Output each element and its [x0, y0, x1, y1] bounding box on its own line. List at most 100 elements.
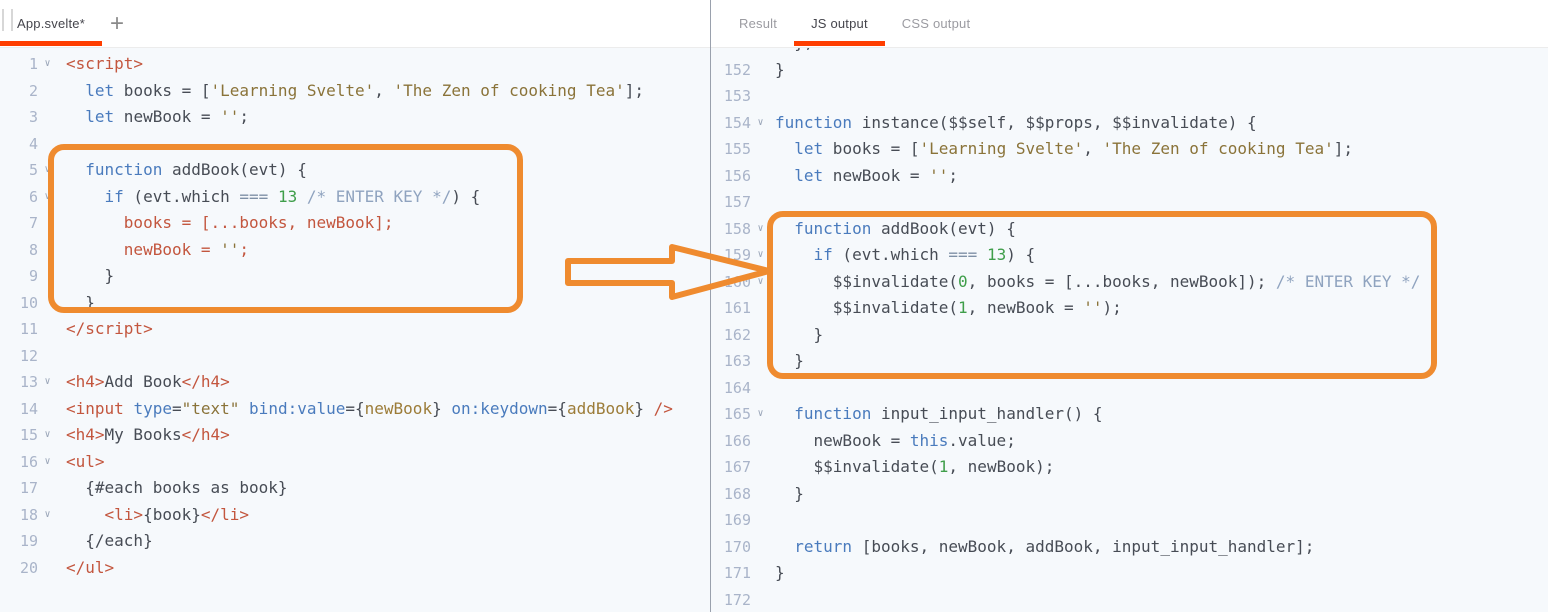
fold-spacer	[38, 237, 54, 264]
line-number: 163	[723, 352, 751, 370]
code-line[interactable]: 9 }	[0, 263, 710, 290]
code-line[interactable]: 168 }	[711, 481, 1548, 508]
code-line[interactable]: 16∨<ul>	[0, 449, 710, 476]
line-number: 10	[19, 293, 38, 312]
new-file-button[interactable]: +	[104, 0, 130, 47]
code-line[interactable]: 12	[0, 343, 710, 370]
code-text: };	[767, 47, 813, 57]
tab-js-output[interactable]: JS output	[794, 0, 885, 47]
code-text	[767, 189, 775, 216]
code-line[interactable]: 165∨ function input_input_handler() {	[711, 401, 1548, 428]
tab-result[interactable]: Result	[722, 0, 794, 47]
code-line[interactable]: 17 {#each books as book}	[0, 475, 710, 502]
code-line[interactable]: 153	[711, 83, 1548, 110]
code-line[interactable]: 166 newBook = this.value;	[711, 428, 1548, 455]
fold-toggle-icon[interactable]: ∨	[757, 116, 764, 128]
code-line[interactable]: 3 let newBook = '';	[0, 104, 710, 131]
code-text: if (evt.which === 13 /* ENTER KEY */) {	[104, 186, 481, 206]
fold-toggle-icon[interactable]: ∨	[757, 275, 764, 287]
fold-spacer	[38, 210, 54, 237]
code-line[interactable]: 11</script>	[0, 316, 710, 343]
code-line[interactable]: 156 let newBook = '';	[711, 163, 1548, 190]
tab-css-output[interactable]: CSS output	[885, 0, 988, 47]
code-line[interactable]: 13∨<h4>Add Book</h4>	[0, 369, 710, 396]
code-line[interactable]: 6∨ if (evt.which === 13 /* ENTER KEY */)…	[0, 184, 710, 211]
code-text: }	[775, 59, 785, 79]
fold-toggle-icon[interactable]: ∨	[44, 164, 51, 175]
fold-toggle-icon[interactable]: ∨	[757, 222, 764, 234]
fold-spacer	[751, 47, 767, 57]
code-line[interactable]: 164	[711, 375, 1548, 402]
code-text: <li>{book}</li>	[104, 504, 250, 524]
code-line[interactable]: 5∨ function addBook(evt) {	[0, 157, 710, 184]
line-number: 14	[19, 399, 38, 418]
fold-spacer	[38, 475, 54, 502]
code-text: }	[775, 483, 804, 503]
line-number: 1	[28, 55, 38, 73]
code-text: }	[66, 266, 115, 285]
code-text: let books = ['Learning Svelte', 'The Zen…	[85, 80, 644, 100]
code-line[interactable]: 10 }	[0, 290, 710, 317]
line-number: 152	[723, 60, 751, 79]
fold-spacer	[38, 104, 54, 131]
line-number: 16	[19, 452, 38, 471]
code-line[interactable]: 4	[0, 131, 710, 158]
active-tab-underline	[794, 41, 885, 46]
fold-toggle-icon[interactable]: ∨	[44, 455, 51, 467]
line-number: 159	[723, 246, 751, 264]
code-line[interactable]: 18∨ <li>{book}</li>	[0, 502, 710, 529]
code-line[interactable]: 158∨ function addBook(evt) {	[711, 216, 1548, 243]
code-line[interactable]: 172	[711, 587, 1548, 612]
code-line[interactable]: 15∨<h4>My Books</h4>	[0, 422, 710, 449]
code-line[interactable]: 161 $$invalidate(1, newBook = '');	[711, 295, 1548, 322]
code-line[interactable]: 157	[711, 189, 1548, 216]
code-line[interactable]: 20</ul>	[0, 555, 710, 582]
code-line[interactable]: 2 let books = ['Learning Svelte', 'The Z…	[0, 78, 710, 105]
line-number: 162	[723, 325, 751, 344]
line-number: 167	[723, 458, 751, 476]
code-line[interactable]: 167 $$invalidate(1, newBook);	[711, 454, 1548, 481]
code-text: let newBook = '';	[85, 107, 250, 126]
code-line[interactable]: 7 books = [...books, newBook];	[0, 210, 710, 237]
code-line[interactable]: 1∨<script>	[0, 51, 710, 78]
fold-toggle-icon[interactable]: ∨	[757, 408, 764, 419]
line-number: 19	[19, 532, 38, 550]
pane-resizer[interactable]	[710, 0, 711, 612]
fold-toggle-icon[interactable]: ∨	[757, 249, 764, 260]
line-number: 8	[28, 240, 38, 259]
code-line[interactable]: 159∨ if (evt.which === 13) {	[711, 242, 1548, 269]
fold-toggle-icon[interactable]: ∨	[44, 190, 51, 202]
fold-toggle-icon[interactable]: ∨	[44, 58, 51, 69]
line-number: 12	[19, 346, 38, 365]
fold-spacer	[751, 428, 767, 455]
line-number: 2	[28, 81, 38, 100]
fold-toggle-icon[interactable]: ∨	[44, 508, 51, 520]
code-text: {/each}	[66, 531, 153, 550]
line-number: 3	[28, 108, 38, 126]
source-editor[interactable]: 1∨<script>2 let books = ['Learning Svelt…	[0, 47, 710, 612]
code-line[interactable]: 160∨ $$invalidate(0, books = [...books, …	[711, 269, 1548, 296]
fold-toggle-icon[interactable]: ∨	[44, 376, 51, 387]
code-line[interactable]: 8 newBook = '';	[0, 237, 710, 264]
code-line[interactable]: 14<input type="text" bind:value={newBook…	[0, 396, 710, 423]
code-line[interactable]: 154∨function instance($$self, $$props, $…	[711, 110, 1548, 137]
code-text: function instance($$self, $$props, $$inv…	[775, 112, 1257, 132]
line-number: 17	[19, 479, 38, 497]
code-line[interactable]: 155 let books = ['Learning Svelte', 'The…	[711, 136, 1548, 163]
fold-spacer	[751, 163, 767, 190]
line-number: 160	[723, 272, 751, 291]
tab-app-svelte[interactable]: App.svelte*	[0, 0, 102, 47]
drag-handle-icon[interactable]	[2, 9, 13, 31]
code-text: function addBook(evt) {	[794, 218, 1016, 238]
code-line[interactable]: 170 return [books, newBook, addBook, inp…	[711, 534, 1548, 561]
code-line[interactable]: 151 };	[711, 47, 1548, 57]
fold-toggle-icon[interactable]: ∨	[44, 429, 51, 440]
code-line[interactable]: 171}	[711, 560, 1548, 587]
code-line[interactable]: 152}	[711, 57, 1548, 84]
code-line[interactable]: 163 }	[711, 348, 1548, 375]
code-line[interactable]: 19 {/each}	[0, 528, 710, 555]
code-line[interactable]: 169	[711, 507, 1548, 534]
code-line[interactable]: 162 }	[711, 322, 1548, 349]
